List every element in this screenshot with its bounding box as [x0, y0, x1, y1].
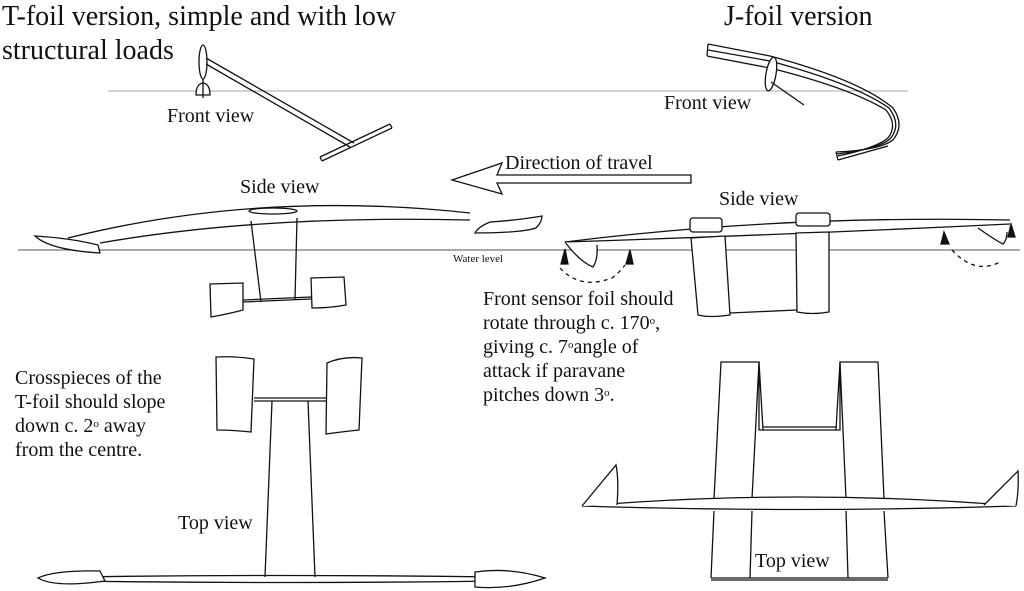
sensor-note-line-3: giving c. 7oangle of [483, 336, 639, 358]
jfoil-side-foil-rear [795, 231, 830, 315]
front-arrowhead-right [625, 249, 634, 265]
jfoil-side-foil-front [690, 235, 731, 318]
tfoil-top-strut-right [307, 400, 316, 578]
tfoil-top-foil-right [325, 356, 363, 435]
direction-of-travel-arrow [449, 161, 692, 196]
jfoil-front-arm-c [707, 49, 897, 155]
tfoil-front-strut-a [205, 57, 355, 144]
jfoil-front-view-label: Front view [664, 92, 752, 114]
tfoil-side-strut-rear [294, 217, 298, 301]
tfoil-top-bow-float [36, 570, 106, 585]
sensor-foil-note: Front sensor foil should rotate through … [483, 287, 723, 407]
tfoil-top-strut-left [264, 400, 273, 578]
sensor-note-line-1: Front sensor foil should [483, 288, 674, 310]
jfoil-front-arm-a [707, 43, 900, 153]
tfoil-side-view-drawing [33, 204, 543, 318]
tfoil-side-hull-bottom [99, 218, 471, 244]
jfoil-front-sensor-rod [770, 81, 805, 106]
tfoil-side-stern-float [473, 215, 543, 234]
tfoil-front-crossbar-b [321, 127, 393, 162]
sensor-note-line-5: pitches down 3o. [483, 384, 615, 406]
crosspieces-note-line-1: Crosspieces of the [15, 367, 162, 389]
tfoil-side-hatch [248, 207, 298, 215]
jfoil-side-hull-bottom [564, 223, 1011, 243]
tfoil-top-stern-float [474, 569, 548, 589]
jfoil-side-rear-sensor [977, 227, 1008, 245]
rear-arrowhead-right [1007, 221, 1016, 238]
tfoil-top-foil-left [215, 356, 255, 433]
crosspieces-note: Crosspieces of the T-foil should slope d… [15, 366, 215, 462]
jfoil-front-view-drawing [706, 43, 900, 161]
rear-arrowhead-left [940, 229, 950, 245]
tfoil-top-view-label: Top view [178, 512, 253, 534]
tfoil-side-bow-float [33, 235, 101, 254]
jfoil-top-view-drawing [581, 361, 1019, 581]
jfoil-top-hull [581, 496, 1017, 511]
tfoil-side-strut-front [250, 220, 262, 303]
jfoil-side-hatch-2 [795, 212, 831, 227]
tfoil-top-hull [69, 574, 501, 584]
sensor-note-line-2: rotate through c. 170o, [483, 312, 661, 334]
rear-rotation-arc [951, 249, 1001, 268]
jfoil-front-hull [764, 56, 778, 92]
tfoil-front-hull [198, 44, 208, 80]
crosspieces-note-line-2: T-foil should slope [15, 391, 166, 413]
jfoil-top-fin-left [581, 463, 619, 507]
tfoil-title: T-foil version, simple and with low [2, 1, 397, 32]
jfoil-side-hatch-1 [689, 217, 723, 233]
jfoil-side-view-label: Side view [719, 188, 799, 210]
front-arrowhead-left [560, 248, 569, 265]
tfoil-side-foil-left [209, 282, 244, 318]
jfoil-side-hull-top [564, 218, 1011, 243]
jfoil-top-foil-right [839, 361, 885, 500]
crosspieces-note-line-4: from the centre. [15, 439, 143, 461]
crosspieces-note-line-3: down c. 2o away [15, 415, 147, 437]
jfoil-top-fin-right [983, 469, 1019, 507]
jfoil-top-view-label: Top view [755, 550, 830, 572]
direction-of-travel-label: Direction of travel [505, 152, 653, 174]
tfoil-front-view-label: Front view [167, 105, 255, 127]
sensor-note-line-4: attack if paravane [483, 360, 626, 382]
tfoil-front-crossbar-a [319, 123, 391, 158]
water-level-label: Water level [453, 253, 504, 265]
jfoil-front-arm-b [706, 55, 894, 157]
tfoil-front-view-drawing [195, 44, 393, 162]
jfoil-side-front-sensor [564, 241, 598, 268]
tfoil-side-foil-right [310, 276, 347, 309]
jfoil-side-view-drawing [559, 212, 1016, 318]
tfoil-top-view-drawing [36, 356, 548, 589]
jfoil-title: J-foil version [724, 1, 873, 32]
front-rotation-arc [559, 264, 626, 283]
tfoil-front-strut-b [205, 63, 351, 148]
tfoil-side-view-label: Side view [240, 176, 320, 198]
tfoil-title-line2: structural loads [2, 35, 174, 66]
